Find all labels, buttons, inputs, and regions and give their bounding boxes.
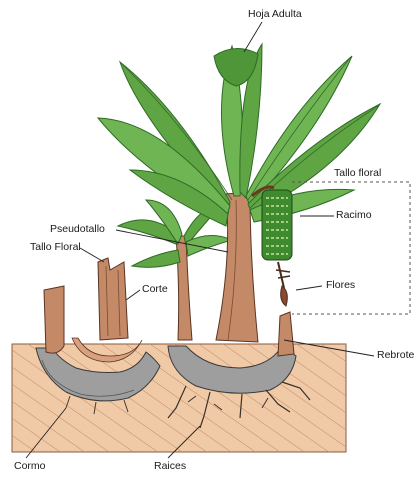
label-pseudotallo: Pseudotallo <box>50 224 105 235</box>
label-cormo: Cormo <box>14 461 46 472</box>
label-tallo-floral-top: Tallo floral <box>334 168 381 179</box>
banana-bunch <box>262 190 292 260</box>
label-corte: Corte <box>142 284 168 295</box>
label-flores: Flores <box>326 280 355 291</box>
label-racimo: Racimo <box>336 210 372 221</box>
label-tallo-floral-left: Tallo Floral <box>30 242 81 253</box>
label-raices: Raices <box>154 461 186 472</box>
label-hoja-adulta: Hoja Adulta <box>248 9 302 20</box>
label-rebrote: Rebrote <box>377 350 414 361</box>
